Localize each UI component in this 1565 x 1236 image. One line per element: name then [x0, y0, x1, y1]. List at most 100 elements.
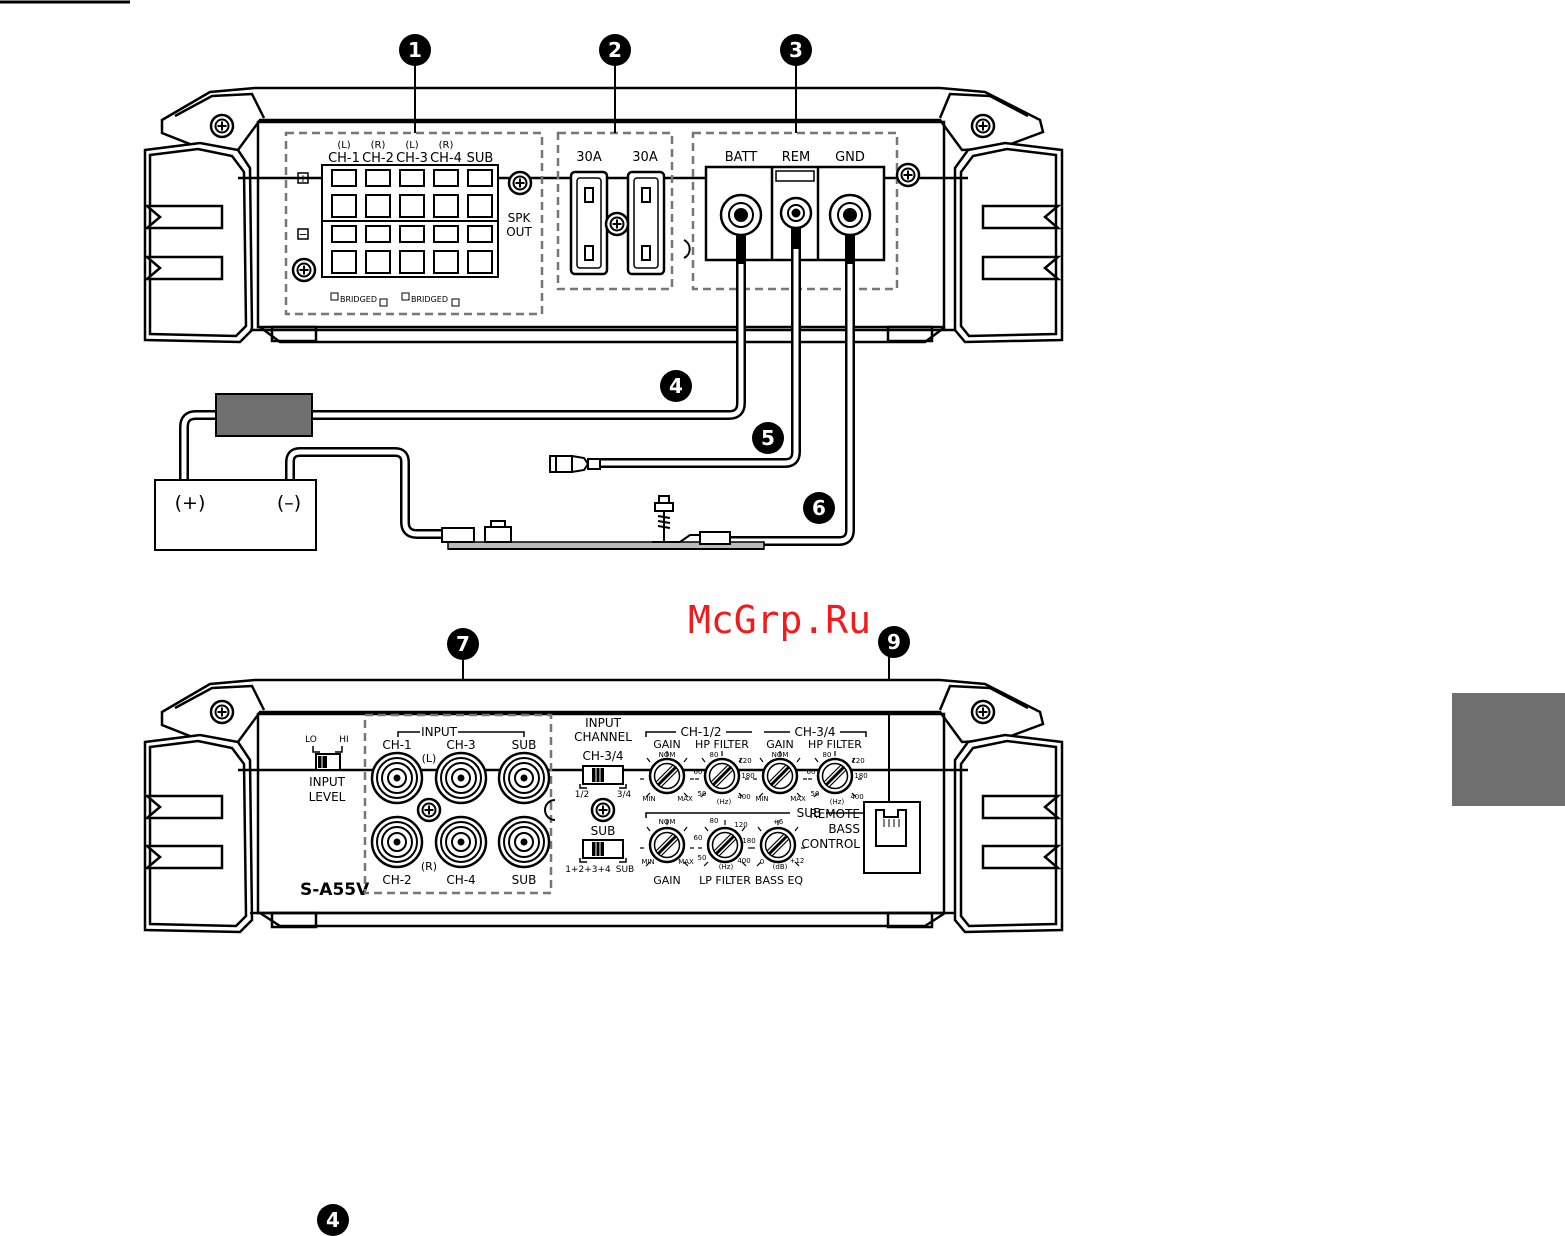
rca-jack-icon[interactable]	[434, 815, 488, 869]
knob-mark: 400	[737, 793, 750, 801]
battery-plus-label: (+)	[175, 492, 206, 514]
input-level-label: INPUT	[309, 775, 346, 789]
callout-7: 7	[447, 628, 479, 660]
ch12-gain-knob[interactable]	[648, 757, 686, 795]
callout-4: 4	[660, 370, 692, 402]
side-tab	[1452, 693, 1565, 806]
screw-icon	[507, 170, 533, 196]
right-tag: (R)	[421, 860, 437, 873]
rca-label: CH-2	[382, 873, 411, 887]
ch34-switch[interactable]	[579, 765, 627, 789]
input-level-switch[interactable]	[315, 753, 341, 771]
rca-label: CH-1	[382, 738, 411, 752]
hp-filter-label: HP FILTER	[808, 738, 862, 751]
rca-jack-icon[interactable]	[370, 751, 424, 805]
ch34-pos-left: 1/2	[575, 790, 589, 800]
sub-switch[interactable]	[579, 839, 627, 863]
screw-icon	[291, 257, 317, 283]
knob-mark: 50	[698, 790, 707, 798]
batt-wire	[312, 235, 744, 418]
ground-bolt-icon	[654, 495, 674, 542]
knob-mark: MIN	[642, 795, 655, 803]
batt-to-fuse-wire	[179, 410, 216, 480]
remote-label: BASS	[828, 822, 860, 836]
ch34-hp-filter-knob[interactable]	[816, 757, 854, 795]
knob-mark: (dB)	[773, 863, 788, 871]
rca-jack-icon[interactable]	[370, 815, 424, 869]
knob-mark: (Hz)	[719, 863, 734, 871]
callout-2: 2	[599, 34, 631, 66]
knob-mark: +6	[773, 818, 784, 826]
input-level-label: LEVEL	[309, 790, 346, 804]
gnd-wire	[730, 235, 853, 544]
screw-icon	[209, 699, 235, 725]
left-tag: (L)	[422, 752, 437, 765]
ch12-title: CH-1/2	[680, 725, 721, 739]
ch34-pos-right: 3/4	[617, 790, 632, 800]
screw-partial-icon	[683, 239, 691, 259]
knob-mark: 120	[738, 757, 751, 765]
remote-label: CONTROL	[801, 837, 860, 851]
gnd-label: GND	[835, 150, 865, 165]
sub-gain-knob[interactable]	[648, 826, 686, 864]
screw-icon	[970, 113, 996, 139]
battery-ground-wire	[287, 449, 442, 537]
screw-partial-icon	[544, 799, 556, 821]
bridged-label: BRIDGED	[411, 295, 448, 304]
knob-mark: MIN	[755, 795, 768, 803]
svg-text:4: 4	[326, 1208, 340, 1232]
rca-jack-icon[interactable]	[434, 751, 488, 805]
knob-mark: 400	[737, 857, 750, 865]
remote-label: REMOTE	[809, 807, 860, 821]
bridged-markers	[330, 292, 460, 307]
ch12-hp-filter-knob[interactable]	[703, 757, 741, 795]
knob-mark: 180	[854, 772, 867, 780]
knob-mark: 80	[710, 751, 719, 759]
rca-jack-icon[interactable]	[497, 751, 551, 805]
knob-mark: (Hz)	[717, 798, 732, 806]
bottom-fins-right	[981, 794, 1062, 870]
svg-text:6: 6	[812, 496, 826, 520]
screw-icon	[604, 211, 630, 237]
knob-mark: 50	[698, 854, 707, 862]
screw-icon	[416, 797, 442, 823]
channel-label: CH-1	[328, 151, 360, 166]
minus-icon: −	[298, 228, 307, 241]
knob-mark: 180	[742, 837, 755, 845]
sub-pos-left: 1+2+3+4	[565, 865, 611, 875]
gnd-wire	[730, 235, 855, 546]
bottom-amplifier-body	[143, 678, 1064, 934]
rem-terminal	[779, 196, 813, 230]
model-name: S-A55V	[300, 880, 370, 900]
bass-eq-label: BASS EQ	[755, 874, 803, 887]
svg-text:3: 3	[789, 38, 803, 62]
spk-out-label: SPK	[508, 211, 532, 225]
svg-text:5: 5	[761, 426, 775, 450]
knob-mark: 80	[823, 751, 832, 759]
input-level-lo: LO	[305, 735, 317, 745]
top-fins-right	[981, 204, 1062, 281]
watermark: McGrp.Ru	[688, 598, 871, 642]
rca-label: SUB	[512, 873, 537, 887]
knob-mark: 50	[811, 790, 820, 798]
screw-icon	[895, 162, 921, 188]
callout-3: 3	[780, 34, 812, 66]
ch34-switch-label: CH-3/4	[582, 749, 623, 763]
side-label: (L)	[337, 140, 350, 151]
svg-text:2: 2	[608, 38, 622, 62]
svg-text:9: 9	[887, 630, 901, 654]
gnd-terminal	[828, 193, 872, 237]
rca-jack-icon[interactable]	[497, 815, 551, 869]
sub-gain-label: GAIN	[653, 874, 681, 887]
remote-bass-control-port[interactable]	[863, 801, 921, 874]
remote-connector	[549, 454, 601, 474]
knob-mark: MAX	[678, 858, 694, 866]
plus-minus-symbols: + −	[297, 172, 309, 241]
knob-mark: 120	[734, 821, 747, 829]
ch34-gain-knob[interactable]	[761, 757, 799, 795]
callout-9: 9	[878, 626, 910, 658]
screw-icon	[209, 113, 235, 139]
knob-mark: NOM	[659, 751, 676, 759]
batt-to-fuse-wire	[181, 412, 216, 480]
batt-label: BATT	[725, 150, 758, 165]
